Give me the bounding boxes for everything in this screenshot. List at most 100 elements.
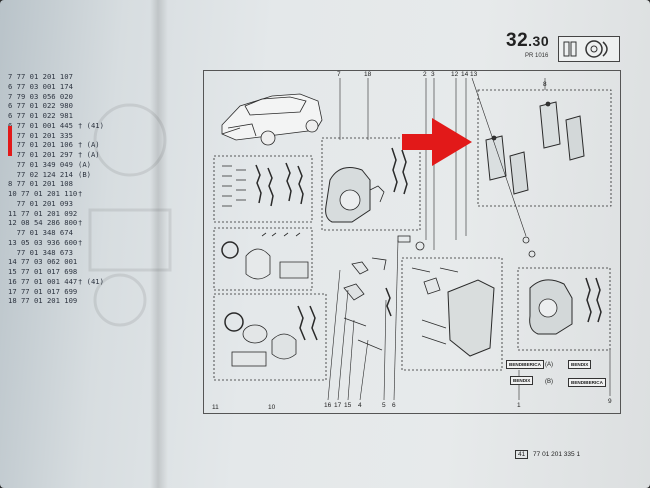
callout-3: 3	[431, 71, 435, 78]
caliper-carrier	[411, 267, 495, 357]
ref-list-item: 16 77 01 001 447† (41)	[8, 277, 108, 287]
ref-note: † (A)	[78, 150, 100, 159]
ref-code: 12 08 54 286 800	[8, 218, 78, 228]
footer-ref: 77 01 201 335	[533, 451, 575, 458]
ref-note: (A)	[78, 159, 91, 169]
highlight-marker	[8, 126, 12, 156]
footer-count: 41	[515, 450, 529, 459]
page-number-main: 32	[506, 30, 529, 51]
ref-note: † (A)	[78, 140, 100, 150]
ref-code: 77 01 201 093	[8, 198, 73, 208]
ref-code: 6 77 01 001 445	[8, 120, 73, 130]
legend-a: (A)	[545, 362, 553, 368]
ref-list-item: 77 01 201 093	[8, 199, 108, 209]
ref-list-item: 17 77 01 017 699	[8, 287, 108, 297]
ref-note: † (41)	[78, 276, 104, 286]
ref-note: †	[78, 237, 83, 247]
label-bendiberica-left: BENDIBERICA	[506, 360, 544, 369]
callout-12: 12	[451, 71, 459, 78]
footer-suffix: 1	[576, 451, 581, 458]
small-parts	[343, 235, 536, 351]
callout-6: 6	[392, 402, 396, 409]
ref-list-item: 6 77 01 001 445 † (41)	[8, 121, 108, 131]
ref-list-item: 77 01 348 674	[8, 228, 108, 238]
page-number: 32.30	[506, 30, 549, 52]
callout-8: 8	[543, 81, 547, 88]
ref-code: 15 77 01 017 698	[8, 267, 78, 276]
ref-code: 77 01 349 049	[8, 159, 73, 169]
ref-code: 7 79 03 056 020	[8, 91, 73, 101]
ref-code: 77 01 201 106	[8, 140, 73, 150]
ref-code: 77 01 201 335	[8, 130, 73, 140]
ref-list-item: 11 77 01 201 092	[8, 209, 108, 219]
ref-code: 13 05 03 936 600	[8, 237, 78, 247]
label-bendix-left: BENDIX	[510, 376, 534, 385]
callout-1: 1	[517, 402, 521, 409]
ref-note: †	[78, 218, 83, 228]
exploded-diagram-frame	[203, 70, 621, 414]
callout-2: 2	[423, 71, 427, 78]
callout-15: 15	[344, 402, 352, 409]
leader-lines	[327, 77, 611, 401]
legend-b: (B)	[545, 379, 553, 385]
brake-caliper-header-icon	[558, 36, 620, 62]
caliper-right	[529, 277, 602, 335]
callout-7: 7	[337, 71, 341, 78]
page-code: PR 1016	[525, 53, 549, 59]
ref-list-item: 7 77 01 201 107	[8, 72, 108, 82]
page-binding-shadow	[150, 0, 168, 488]
ref-list-item: 12 08 54 286 800†	[8, 218, 108, 228]
ref-list-item: 7 79 03 056 020	[8, 92, 108, 102]
callout-11: 11	[212, 404, 219, 411]
ref-code: 6 77 01 022 981	[8, 111, 73, 120]
seal-kit	[221, 232, 309, 280]
ref-list-item: 77 02 124 214(B)	[8, 170, 108, 180]
page-footer: 41 77 01 201 335 1	[515, 450, 581, 459]
ref-list-item: 6 77 03 001 174	[8, 82, 108, 92]
car-illustration	[221, 93, 323, 146]
ref-code: 6 77 01 022 980	[8, 101, 73, 111]
ref-list-item: 77 01 201 335	[8, 131, 108, 141]
ref-code: 77 01 348 674	[8, 228, 73, 237]
ref-code: 6 77 03 001 174	[8, 81, 73, 91]
brake-arrow-icon	[402, 118, 472, 166]
ref-list-item: 18 77 01 201 109	[8, 296, 108, 306]
ref-list-item: 6 77 01 022 981	[8, 111, 108, 121]
ref-list-item: 10 77 01 201 110†	[8, 189, 108, 199]
label-bendix-right: BENDIX	[568, 360, 592, 369]
caliper-body	[325, 147, 408, 223]
label-bendiberica-right: BENDIBERICA	[568, 378, 606, 387]
callout-10: 10	[268, 404, 276, 411]
ref-list-item: 13 05 03 936 600†	[8, 238, 108, 248]
callout-14: 14	[461, 71, 469, 78]
ref-code: 11 77 01 201 092	[8, 208, 78, 218]
ref-list-item: 77 01 348 673	[8, 248, 108, 258]
ref-code: 10 77 01 201 110	[8, 189, 78, 198]
ref-list-item: 6 77 01 022 980	[8, 101, 108, 111]
ref-code: 18 77 01 201 109	[8, 296, 78, 306]
page-number-sub: .30	[528, 33, 550, 49]
clip-set-1	[222, 162, 304, 207]
ref-note: †	[78, 189, 83, 198]
callout-5: 5	[382, 402, 386, 409]
ref-list-item: 77 01 349 049 (A)	[8, 160, 108, 170]
ref-code: 77 01 201 297	[8, 150, 73, 159]
ref-list-item: 77 01 201 106 † (A)	[8, 140, 108, 150]
ghost-illustration	[88, 103, 172, 327]
ref-code: 77 02 124 214	[8, 169, 73, 179]
ref-code: 77 01 348 673	[8, 247, 73, 257]
ref-code: 8 77 01 201 108	[8, 179, 73, 189]
ref-note: † (41)	[78, 120, 104, 130]
callout-17: 17	[334, 402, 342, 409]
callout-4: 4	[358, 402, 362, 409]
callout-9: 9	[608, 398, 612, 405]
callout-16: 16	[324, 402, 332, 409]
piston-kit	[224, 305, 318, 367]
ref-code: 17 77 01 017 699	[8, 286, 78, 296]
ref-list-item: 77 01 201 297 † (A)	[8, 150, 108, 160]
ref-list-item: 15 77 01 017 698	[8, 267, 108, 277]
ref-code: 14 77 03 062 001	[8, 257, 78, 267]
